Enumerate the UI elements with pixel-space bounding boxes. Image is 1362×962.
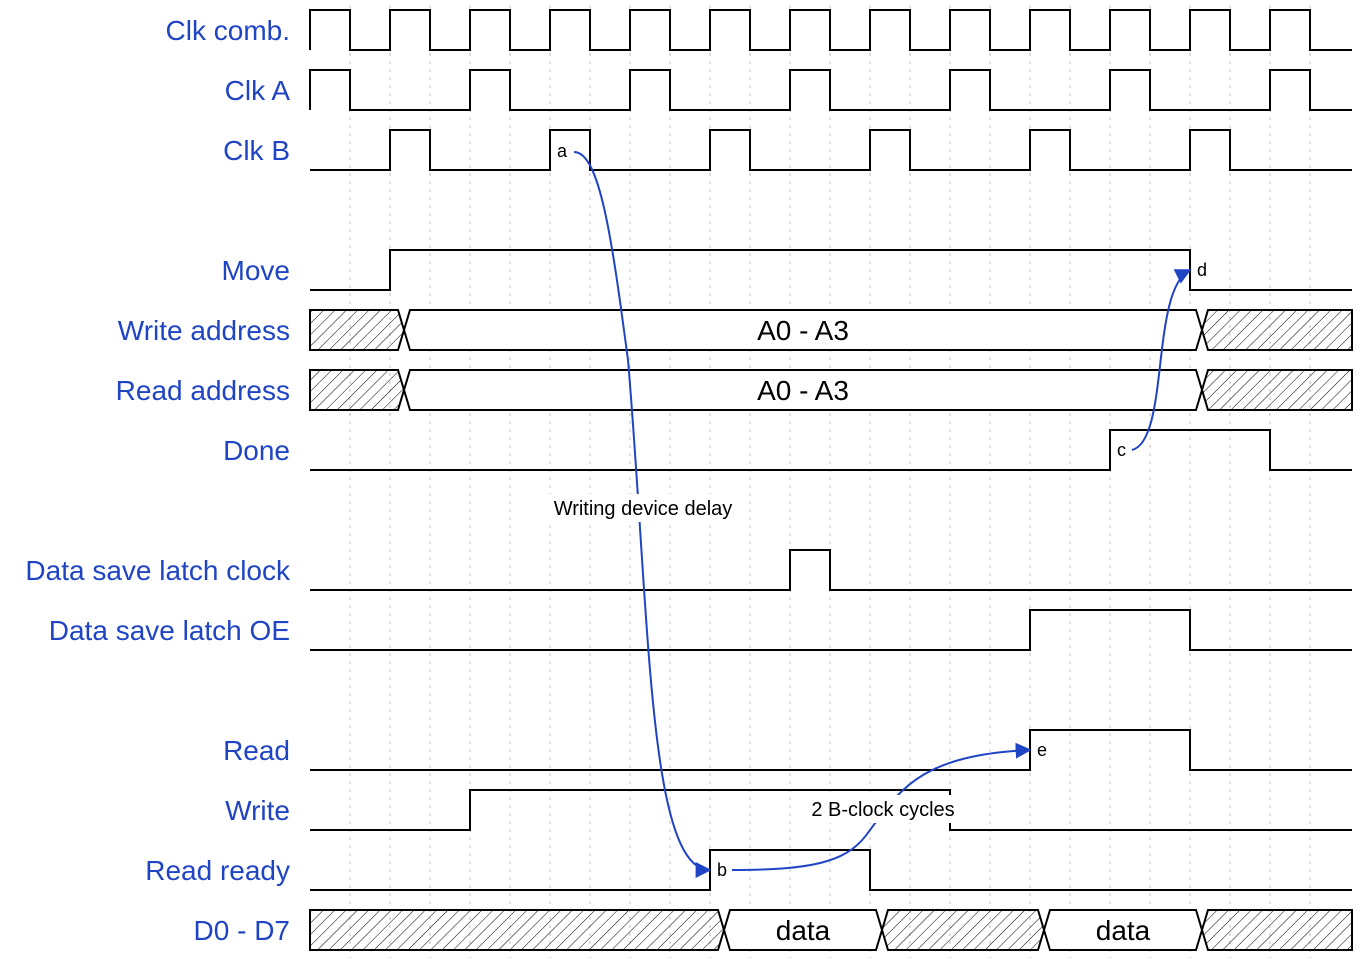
wave-move (310, 249, 1352, 291)
marker-c: c (1117, 440, 1126, 460)
marker-a: a (557, 141, 568, 161)
bus-write-address-label: A0 - A3 (757, 315, 849, 346)
signal-labels: Clk comb. Clk A Clk B Move Write address… (25, 15, 291, 946)
label-d0-d7: D0 - D7 (194, 915, 290, 946)
label-clk-comb: Clk comb. (166, 15, 290, 46)
bus-write-address: A0 - A3 (309, 309, 1353, 351)
bus-data-label-2: data (1096, 915, 1151, 946)
annotations: Writing device delay 2 B-clock cycles (540, 494, 966, 823)
bus-d0-d7: data data (309, 909, 1353, 951)
label-write-address: Write address (118, 315, 290, 346)
dependency-arrows (573, 151, 1192, 878)
wave-clk-b (310, 129, 1352, 171)
label-done: Done (223, 435, 290, 466)
marker-e: e (1037, 740, 1047, 760)
wave-clk-a (309, 69, 1352, 111)
marker-b: b (717, 860, 727, 880)
annotation-2-b-clock-cycles: 2 B-clock cycles (811, 799, 954, 821)
arrow-a-to-b (573, 151, 712, 878)
wave-read (310, 729, 1352, 771)
wave-done (310, 429, 1352, 471)
wave-data-save-latch-clock (310, 549, 1352, 591)
wave-read-ready (310, 849, 1352, 891)
label-write: Write (225, 795, 290, 826)
marker-d: d (1197, 260, 1207, 280)
label-data-save-latch-oe: Data save latch OE (49, 615, 290, 646)
label-data-save-latch-clock: Data save latch clock (25, 555, 291, 586)
label-clk-b: Clk B (223, 135, 290, 166)
annotation-writing-device-delay: Writing device delay (554, 498, 733, 520)
bus-read-address-label: A0 - A3 (757, 375, 849, 406)
bus-data-label-1: data (776, 915, 831, 946)
wave-clk-comb (309, 9, 1352, 51)
label-move: Move (222, 255, 290, 286)
event-markers: a b c d e (557, 141, 1207, 880)
arrow-b-to-e (731, 742, 1032, 871)
label-read: Read (223, 735, 290, 766)
arrow-c-to-d (1131, 269, 1192, 451)
bus-read-address: A0 - A3 (309, 369, 1353, 411)
label-clk-a: Clk A (225, 75, 291, 106)
wave-data-save-latch-oe (310, 609, 1352, 651)
wave-write (310, 789, 1352, 831)
label-read-address: Read address (116, 375, 290, 406)
label-read-ready: Read ready (145, 855, 290, 886)
